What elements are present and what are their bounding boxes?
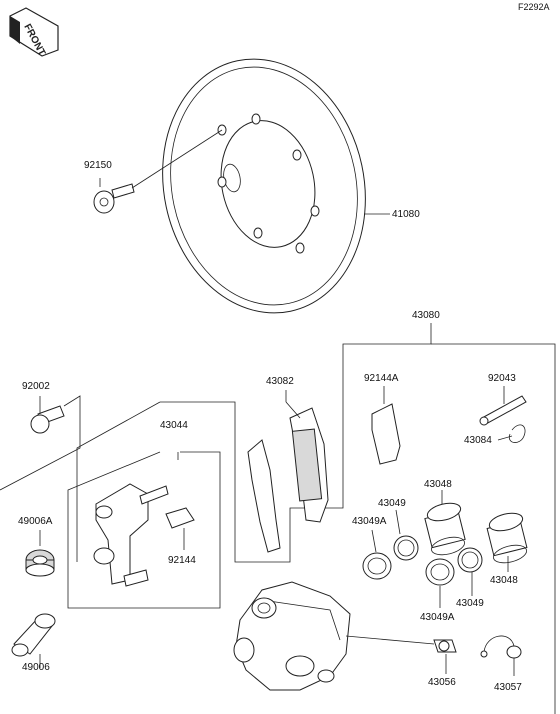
label-caliper-assy: 43080 xyxy=(412,310,440,321)
spring-pad xyxy=(371,386,401,465)
label-boot-a: 49006A xyxy=(18,516,53,527)
label-seal-dust-b: 43049A xyxy=(420,612,455,623)
seal-piston xyxy=(393,509,419,561)
label-piston-a: 43048 xyxy=(424,479,452,490)
figure-code: F2292A xyxy=(518,2,550,12)
brake-pads xyxy=(247,401,329,553)
label-seal-piston-b: 43049 xyxy=(456,598,484,609)
bleeder-cap xyxy=(480,635,522,676)
label-bracket-holder: 43044 xyxy=(160,420,188,431)
label-boot: 49006 xyxy=(22,662,50,673)
pad-spring xyxy=(165,507,195,550)
boot-b xyxy=(11,613,56,668)
seal-dust-b xyxy=(425,558,455,608)
label-bolt-disc: 92150 xyxy=(84,160,112,171)
disc-bolt xyxy=(93,129,223,214)
label-bleeder: 43056 xyxy=(428,677,456,688)
label-cap: 43057 xyxy=(494,682,522,693)
label-spring-pad: 92144A xyxy=(364,373,399,384)
label-piston-b: 43048 xyxy=(490,575,518,586)
label-caliper-bolt: 92002 xyxy=(22,381,50,392)
label-pin: 92043 xyxy=(488,373,516,384)
front-arrow-icon: FRONT xyxy=(9,7,59,58)
label-clip: 43084 xyxy=(464,435,492,446)
label-seal-piston: 43049 xyxy=(378,498,406,509)
label-disc: 41080 xyxy=(392,209,420,220)
label-pad-set: 43082 xyxy=(266,376,294,387)
label-spring: 92144 xyxy=(168,555,196,566)
pin-clip xyxy=(497,424,526,443)
boot-a xyxy=(25,530,55,577)
piston-a xyxy=(424,490,466,556)
caliper-body xyxy=(233,581,435,691)
bleeder-valve xyxy=(433,639,457,674)
seal-piston-b xyxy=(457,547,483,596)
label-seal-dust: 43049A xyxy=(352,516,387,527)
piston-b xyxy=(486,512,528,572)
slide-pin xyxy=(479,386,527,426)
brake-disc xyxy=(162,58,366,314)
caliper-bolt xyxy=(0,395,81,491)
seal-dust xyxy=(362,529,392,580)
bracket-holder xyxy=(93,452,179,587)
